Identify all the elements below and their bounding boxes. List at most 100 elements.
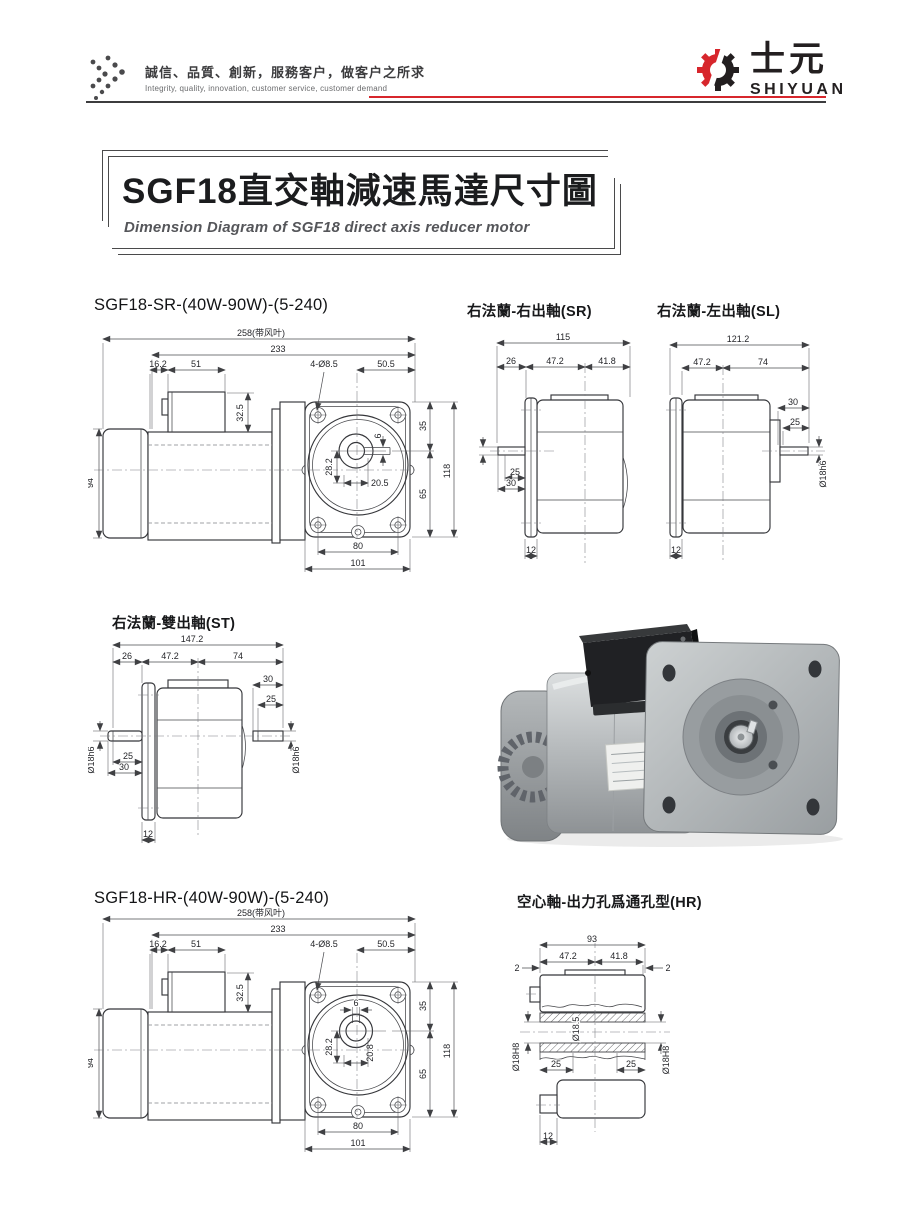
svg-text:16.2: 16.2 xyxy=(149,359,167,369)
header-slogan: 誠信、品質、創新，服務客户，做客户之所求 Integrity, quality,… xyxy=(145,62,425,93)
brand-block: 士元 SHIYUAN xyxy=(750,42,847,99)
drawing-hr-view: 93 47.2 41.8 2 2 Ø18.5 Ø18H8 Ø18H8 25 25… xyxy=(510,933,672,1146)
header-rule-red xyxy=(369,96,826,99)
svg-text:2: 2 xyxy=(665,963,670,973)
svg-text:74: 74 xyxy=(758,357,768,367)
svg-text:28.2: 28.2 xyxy=(324,1038,334,1056)
hr-side-view xyxy=(94,971,308,1124)
svg-text:121.2: 121.2 xyxy=(727,334,750,344)
drawing-sr-main: 258(带风叶) 233 16.2 51 4-Ø8.5 50.5 32.5 94… xyxy=(88,327,458,573)
label-st-view: 右法蘭-雙出軸(ST) xyxy=(112,616,236,632)
brand-name-en: SHIYUAN xyxy=(750,81,847,98)
sr-dimensions: 258(带风叶) 233 16.2 51 4-Ø8.5 50.5 32.5 94… xyxy=(88,327,458,573)
svg-text:25: 25 xyxy=(123,751,133,761)
title-frame xyxy=(102,150,608,221)
sr-view-body xyxy=(490,363,628,563)
svg-text:2: 2 xyxy=(514,963,519,973)
gear-logo-icon xyxy=(697,49,739,91)
svg-text:47.2: 47.2 xyxy=(559,951,577,961)
svg-text:26: 26 xyxy=(122,651,132,661)
svg-text:147.2: 147.2 xyxy=(181,634,204,644)
brand-name-cn: 士元 xyxy=(750,40,829,79)
svg-text:233: 233 xyxy=(270,924,285,934)
svg-text:30: 30 xyxy=(788,397,798,407)
svg-text:4-Ø8.5: 4-Ø8.5 xyxy=(310,359,338,369)
svg-text:80: 80 xyxy=(353,1121,363,1131)
title-frame-br-inner xyxy=(112,178,615,249)
hr-view-body xyxy=(520,938,670,1132)
title-frame-br xyxy=(118,184,621,255)
svg-text:47.2: 47.2 xyxy=(546,356,564,366)
svg-text:30: 30 xyxy=(506,478,516,488)
hr-dimensions: 258(带风叶) 233 16.2 51 4-Ø8.5 50.5 32.5 94… xyxy=(88,907,458,1153)
svg-text:51: 51 xyxy=(191,939,201,949)
svg-text:32.5: 32.5 xyxy=(235,984,245,1002)
svg-text:20.8: 20.8 xyxy=(365,1044,375,1062)
svg-text:12: 12 xyxy=(671,545,681,555)
svg-text:Ø18.5: Ø18.5 xyxy=(571,1017,581,1042)
slogan-en: Integrity, quality, innovation, customer… xyxy=(145,84,388,93)
label-sr-view: 右法蘭-右出軸(SR) xyxy=(467,304,592,320)
svg-text:115: 115 xyxy=(556,332,570,342)
label-sl-view: 右法蘭-左出軸(SL) xyxy=(657,304,781,320)
svg-text:258(带风叶): 258(带风叶) xyxy=(237,908,285,918)
svg-text:35: 35 xyxy=(418,421,428,431)
svg-text:258(带风叶): 258(带风叶) xyxy=(237,328,285,338)
svg-text:35: 35 xyxy=(418,1001,428,1011)
svg-text:30: 30 xyxy=(263,674,273,684)
sl-view-body xyxy=(666,365,825,560)
product-photo xyxy=(497,624,843,847)
svg-text:25: 25 xyxy=(551,1059,561,1069)
drawing-st-view: 147.2 26 47.2 74 30 25 Ø18h6 25 30 Ø18h6… xyxy=(88,633,302,844)
svg-text:Ø18H8: Ø18H8 xyxy=(661,1046,671,1075)
svg-text:Ø18h6: Ø18h6 xyxy=(88,746,96,773)
svg-text:101: 101 xyxy=(350,1138,365,1148)
sl-view-dimensions: 121.2 47.2 74 30 25 Ø18h6 12 xyxy=(669,333,829,560)
page-subtitle: Dimension Diagram of SGF18 direct axis r… xyxy=(124,219,530,236)
svg-text:28.2: 28.2 xyxy=(324,458,334,476)
st-view-body xyxy=(100,658,293,838)
st-view-dimensions: 147.2 26 47.2 74 30 25 Ø18h6 25 30 Ø18h6… xyxy=(88,633,302,844)
svg-text:25: 25 xyxy=(510,467,520,477)
svg-text:25: 25 xyxy=(790,417,800,427)
svg-text:80: 80 xyxy=(353,541,363,551)
svg-text:50.5: 50.5 xyxy=(377,359,395,369)
drawing-sl-view: 121.2 47.2 74 30 25 Ø18h6 12 xyxy=(666,333,829,560)
sr-side-view xyxy=(94,391,308,544)
svg-text:101: 101 xyxy=(350,558,365,568)
svg-text:Ø18h6: Ø18h6 xyxy=(818,460,828,487)
svg-text:41.8: 41.8 xyxy=(610,951,628,961)
svg-text:32.5: 32.5 xyxy=(235,404,245,422)
svg-text:118: 118 xyxy=(442,1044,452,1058)
drawing-hr-main: 258(带风叶) 233 16.2 51 4-Ø8.5 50.5 32.5 94… xyxy=(88,907,458,1153)
hr-front-view xyxy=(301,953,416,1119)
drawing-sr-view: 115 26 47.2 41.8 25 30 12 xyxy=(479,331,631,563)
title-frame-inner xyxy=(108,156,608,227)
svg-text:50.5: 50.5 xyxy=(377,939,395,949)
header-rule-dark xyxy=(86,101,826,104)
label-hr-view: 空心軸-出力孔爲通孔型(HR) xyxy=(517,895,702,911)
arrows-icon xyxy=(90,55,125,100)
svg-text:65: 65 xyxy=(418,489,428,499)
svg-text:Ø18h6: Ø18h6 xyxy=(291,746,301,773)
svg-text:6: 6 xyxy=(373,433,383,438)
svg-text:47.2: 47.2 xyxy=(693,357,711,367)
svg-text:26: 26 xyxy=(506,356,516,366)
svg-text:93: 93 xyxy=(587,934,597,944)
svg-text:74: 74 xyxy=(233,651,243,661)
svg-text:12: 12 xyxy=(543,1131,553,1141)
svg-text:25: 25 xyxy=(266,694,276,704)
svg-text:12: 12 xyxy=(526,545,536,555)
label-sr-main: SGF18-SR-(40W-90W)-(5-240) xyxy=(94,296,329,314)
slogan-cn: 誠信、品質、創新，服務客户，做客户之所求 xyxy=(145,65,426,80)
svg-text:233: 233 xyxy=(270,344,285,354)
svg-text:94: 94 xyxy=(88,478,95,488)
svg-text:94: 94 xyxy=(88,1058,95,1068)
svg-text:16.2: 16.2 xyxy=(149,939,167,949)
svg-text:41.8: 41.8 xyxy=(598,356,616,366)
svg-text:25: 25 xyxy=(626,1059,636,1069)
svg-text:47.2: 47.2 xyxy=(161,651,179,661)
sr-view-dimensions: 115 26 47.2 41.8 25 30 12 xyxy=(479,331,631,560)
svg-text:118: 118 xyxy=(442,464,452,478)
